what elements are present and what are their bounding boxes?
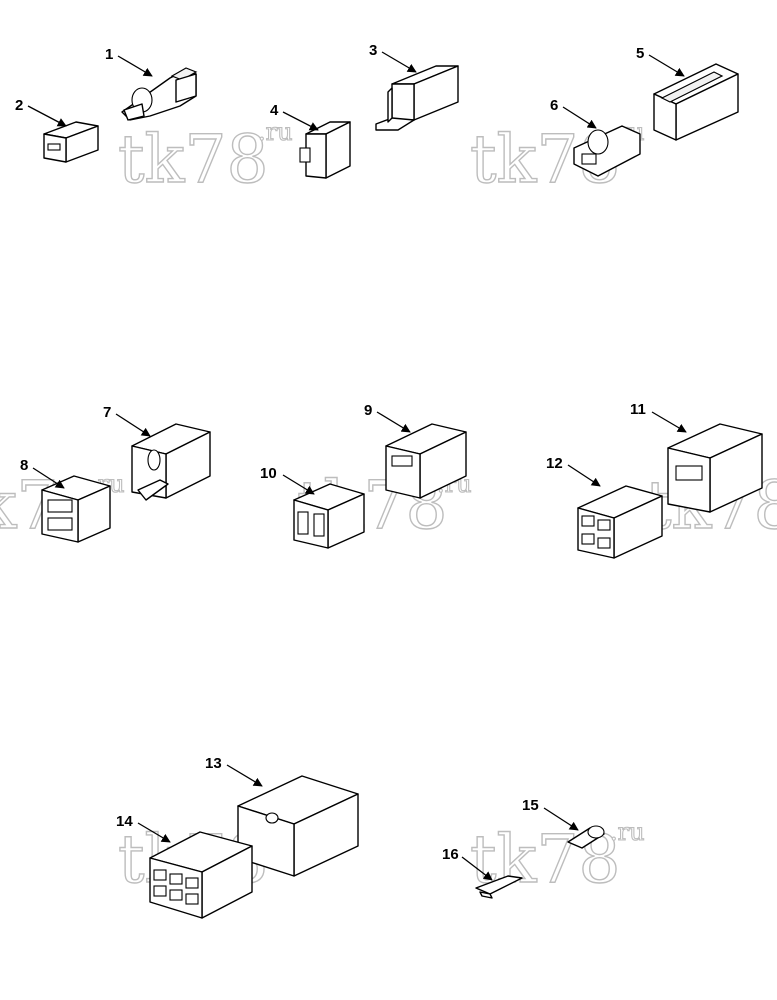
callout-14: 14 [116,813,171,843]
part-10-housing [293,483,365,549]
part-3-housing [375,65,459,131]
svg-text:7: 7 [103,404,111,421]
svg-text:tk78: tk78 [118,121,269,198]
part-7-housing [131,423,211,501]
watermark-1: tk78 .ru [117,117,293,198]
callout-2: 2 [15,97,67,127]
svg-text:9: 9 [364,402,372,419]
part-8-housing [41,475,111,543]
callout-13: 13 [205,755,263,787]
part-13-housing [237,775,359,877]
svg-text:3: 3 [369,42,377,59]
svg-text:14: 14 [116,813,133,830]
callout-10: 10 [260,465,315,495]
svg-text:.ru: .ru [258,118,293,146]
part-2-housing [43,121,99,163]
svg-text:10: 10 [260,465,277,482]
part-9-housing [385,423,467,499]
part-6-connector [573,125,641,177]
part-11-housing [667,423,763,513]
svg-text:6: 6 [550,97,558,114]
callout-11: 11 [630,401,687,433]
svg-text:1: 1 [105,46,113,63]
callout-9: 9 [364,402,411,433]
part-14-housing [149,831,253,919]
part-1-connector [121,67,198,121]
svg-text:8: 8 [20,457,28,474]
svg-text:2: 2 [15,97,23,114]
part-5-housing [653,63,739,141]
svg-text:11: 11 [630,401,646,418]
callout-1: 1 [105,46,153,77]
callout-15: 15 [522,797,579,831]
part-16-terminal [475,875,523,899]
callout-8: 8 [20,457,65,489]
part-12-housing [577,485,663,559]
callout-12: 12 [546,455,601,487]
callout-16: 16 [442,846,493,881]
part-4-housing [299,121,351,179]
callout-7: 7 [103,404,151,437]
svg-text:16: 16 [442,846,459,863]
callout-5: 5 [636,45,685,77]
svg-text:13: 13 [205,755,222,772]
svg-text:5: 5 [636,45,644,62]
svg-text:15: 15 [522,797,539,814]
svg-text:12: 12 [546,455,563,472]
callout-3: 3 [369,42,417,73]
svg-text:4: 4 [270,102,279,119]
callout-6: 6 [550,97,597,129]
part-15-terminal [567,825,605,849]
callout-4: 4 [270,102,319,131]
callouts: 1 2 3 4 5 6 7 8 [15,42,687,881]
svg-text:.ru: .ru [610,818,645,846]
